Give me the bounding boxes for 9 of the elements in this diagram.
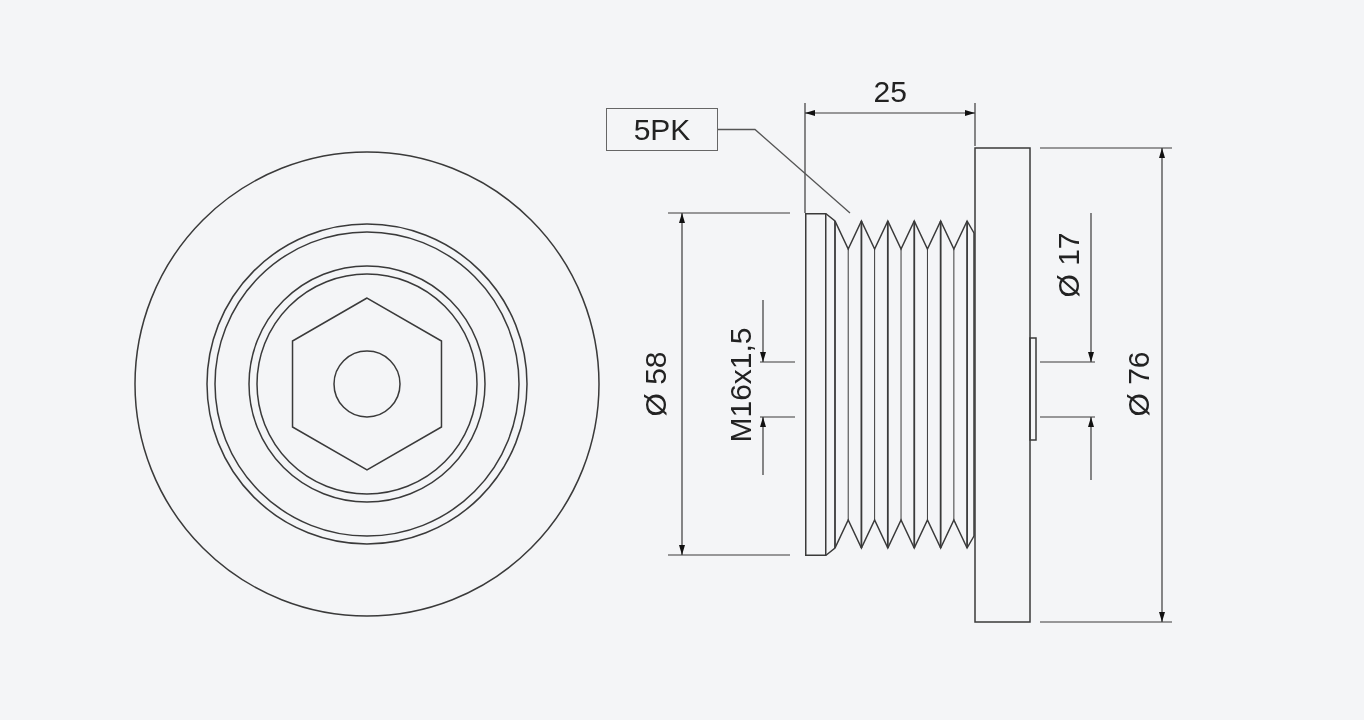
dimension-label: Ø 17 [1053, 232, 1083, 298]
dimension-label: Ø 76 [1123, 351, 1153, 417]
dimension-label: Ø 58 [640, 351, 670, 417]
dimension-label: 25 [873, 77, 907, 107]
grooved-pulley-drawing [805, 213, 975, 556]
leader-line [717, 128, 851, 214]
callout-text: 5PK [633, 112, 691, 147]
callout-box [606, 108, 718, 151]
dimension-label: M16x1,5 [725, 327, 756, 443]
